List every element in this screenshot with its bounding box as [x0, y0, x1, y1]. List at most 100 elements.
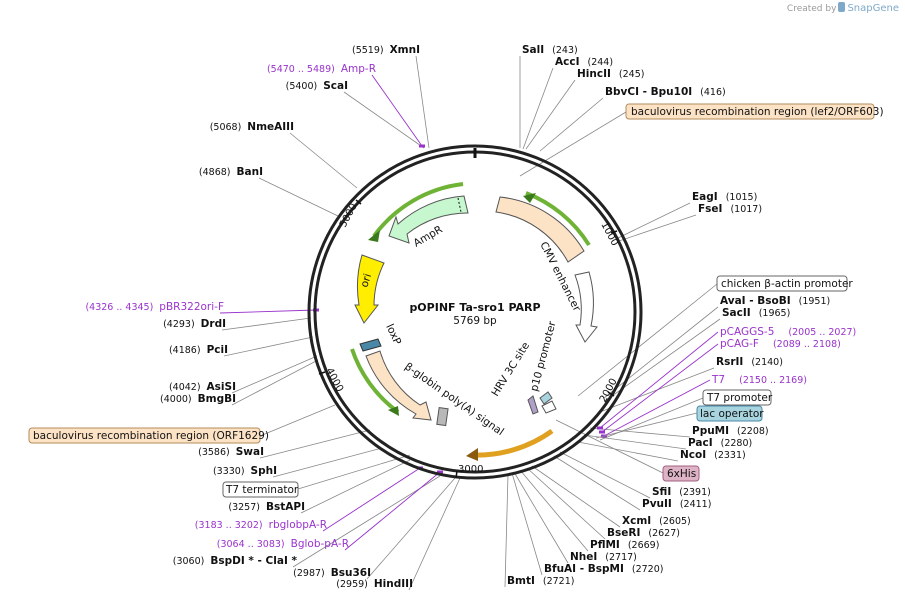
leader-asisi — [231, 355, 318, 394]
leader-hindiii — [408, 477, 461, 591]
primer-mark-amp-r — [419, 144, 425, 148]
leader-pcii — [223, 336, 314, 357]
feature-box-6xhis-label: 6xHis — [667, 468, 696, 480]
site-hindiii-pos: (2959) — [336, 579, 368, 590]
site-acci-pos: (244) — [587, 57, 613, 68]
hrv3c-feature — [527, 395, 539, 415]
leader-bsu36i — [366, 477, 456, 580]
leader-nmeaiii — [289, 132, 358, 189]
site-eagi-pos: (1015) — [726, 192, 758, 203]
loxp-label: loxP — [383, 322, 403, 347]
primer-pcag-f-range: (2089 .. 2108) — [773, 339, 841, 350]
site-sacii-pos: (1965) — [759, 308, 791, 319]
p10-label: p10 promoter — [528, 319, 558, 392]
feature-box-lef2: baculovirus recombination region (lef2/O… — [625, 103, 884, 120]
watermark-brand: SnapGene — [847, 3, 899, 14]
primer-rbglobpa-r: rbglobpA-R — [269, 519, 327, 531]
site-sali: SalI — [522, 44, 544, 56]
site-bsu36i-pos: (2987) — [293, 568, 325, 579]
bglobin-polya-feature — [365, 350, 432, 421]
primer-mark-pcag-f — [599, 430, 605, 434]
leader-primer-pcaggs-5 — [599, 331, 719, 429]
leader-acci — [522, 67, 554, 150]
bglobin-direction-arrow — [350, 348, 400, 414]
ampr-outer-arrow — [372, 182, 464, 238]
site-bspdi-clai: BspDI * - ClaI * — [210, 555, 297, 567]
site-hincii-pos: (245) — [619, 69, 645, 80]
site-bbvci-bpu10i: BbvCI - Bpu10I — [605, 86, 692, 98]
feature-box-t7-terminator: T7 terminator — [222, 481, 299, 498]
site-sphi-pos: (3330) — [213, 466, 245, 477]
site-pcii: PciI — [207, 344, 228, 356]
t7-promoter-marker — [541, 400, 557, 414]
leader-primer-pcag-f — [601, 343, 719, 433]
leader-scai — [343, 91, 425, 149]
tick-3000: 3000 — [458, 464, 483, 475]
site-fsei-pos: (1017) — [730, 204, 762, 215]
site-sfii-pos: (2391) — [679, 487, 711, 498]
leader-primer-t7 — [603, 379, 711, 437]
primer-pcag-f: pCAG-F — [720, 338, 759, 350]
primer-pcaggs-5-range: (2005 .. 2027) — [788, 327, 856, 338]
leader-avai-bsobi — [603, 306, 719, 399]
site-nhei: NheI — [570, 551, 597, 563]
feature-box-t7-terminator-label: T7 terminator — [225, 484, 299, 496]
site-swai: SwaI — [236, 446, 264, 458]
site-bseri: BseRI — [607, 527, 640, 539]
site-eagi: EagI — [692, 191, 718, 203]
orf-arrowhead — [466, 448, 478, 461]
site-bstapi-pos: (3257) — [228, 502, 260, 513]
site-drdi-pos: (4293) — [163, 319, 195, 330]
leader-box-6xhis — [555, 419, 664, 474]
feature-box-lef2-label: baculovirus recombination region (lef2/O… — [631, 106, 884, 118]
p10-promoter-feature — [574, 271, 598, 343]
site-rsrii: RsrII — [716, 356, 743, 368]
feature-box-orf1629: baculovirus recombination region (ORF162… — [28, 427, 269, 444]
hrv3c-label: HRV 3C site — [489, 340, 532, 398]
site-bspdi-clai-pos: (3060) — [173, 556, 205, 567]
leader-bspdi-clai — [292, 475, 441, 568]
snapgene-watermark: Created by SnapGene — [787, 2, 899, 14]
leader-box-t7-terminator — [297, 454, 411, 490]
site-sali-pos: (243) — [552, 45, 578, 56]
leader-primer-bglob-pa-r — [344, 471, 441, 551]
site-bmgbi: BmgBI — [198, 393, 236, 405]
leader-pflmi — [519, 469, 589, 552]
plasmid-name: pOPINF Ta-sro1 PARP — [409, 301, 540, 314]
leader-box-lef2 — [519, 111, 627, 177]
leader-sfii — [559, 451, 651, 499]
site-pflmi: PflMI — [590, 539, 620, 551]
primer-t7-range: (2150 .. 2169) — [739, 375, 807, 386]
primer-amp-r-range: (5470 .. 5489) — [267, 64, 335, 75]
watermark-prefix: Created by — [786, 4, 837, 14]
leader-primer-amp-r — [371, 74, 423, 147]
leader-bmgbi — [231, 359, 319, 406]
site-acci: AccI — [555, 56, 579, 68]
primer-pbr322ori-f: pBR322ori-F — [159, 301, 224, 313]
site-hincii: HincII — [577, 68, 611, 80]
leader-bstapi — [300, 459, 411, 514]
leader-eagi — [617, 202, 691, 239]
feature-box-6xhis: 6xHis — [662, 465, 700, 482]
site-ppumi-pos: (2208) — [737, 426, 769, 437]
site-drdi: DrdI — [201, 318, 226, 330]
feature-box-lac-operator: lac operator — [696, 405, 764, 422]
site-pvuii-pos: (2411) — [680, 499, 712, 510]
site-avai-bsobi-pos: (1951) — [799, 296, 831, 307]
site-ncoi-pos: (2331) — [714, 450, 746, 461]
site-ppumi: PpuMI — [692, 425, 729, 437]
site-nhei-pos: (2717) — [605, 552, 637, 563]
leader-sphi — [272, 447, 383, 478]
leader-box-chicken-actin — [577, 283, 718, 397]
loxp-feature — [359, 338, 382, 352]
leader-swai — [259, 429, 371, 459]
ampr-arrowhead — [368, 230, 380, 242]
site-bmti: BmtI — [507, 575, 535, 587]
primer-pcaggs-5: pCAGGS-5 — [720, 326, 774, 338]
site-bstapi: BstAPI — [266, 501, 305, 513]
leader-bmti — [504, 473, 509, 588]
ring-ticks — [318, 199, 618, 479]
site-fsei: FseI — [698, 203, 722, 215]
primer-amp-r: Amp-R — [341, 63, 376, 75]
site-rsrii-pos: (2140) — [751, 357, 783, 368]
